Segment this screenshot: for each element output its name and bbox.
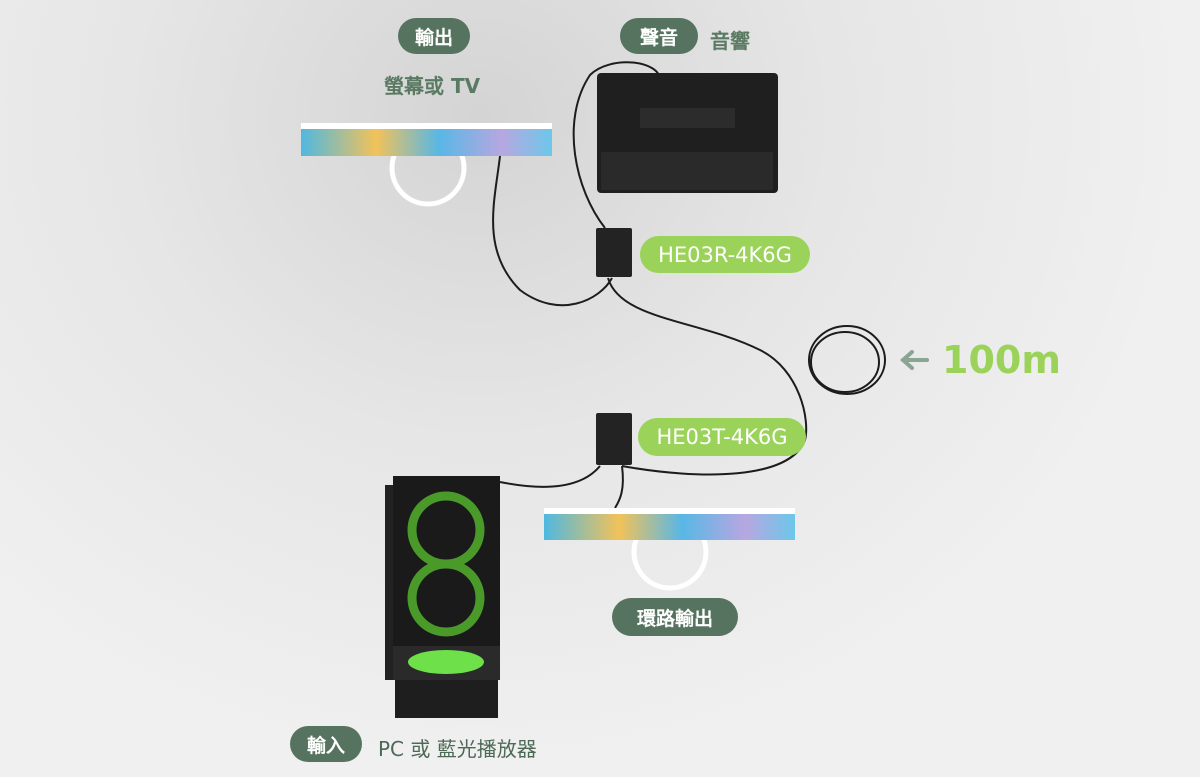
loop-tv-display xyxy=(544,508,795,591)
output-badge: 輸出 xyxy=(398,18,470,54)
cable-coil xyxy=(808,325,886,395)
tv-display xyxy=(301,123,552,207)
pc-cable xyxy=(499,465,601,488)
pc-case xyxy=(385,476,500,718)
input-desc: PC 或 藍光播放器 xyxy=(378,737,537,761)
audio-cable xyxy=(572,61,661,229)
audio-desc: 音響 xyxy=(710,29,750,53)
cables xyxy=(492,61,886,509)
loop-cable xyxy=(614,465,624,509)
cable-length: 100m xyxy=(942,338,1061,382)
receiver-device xyxy=(596,228,632,277)
transmitter-model-label: HE03T-4K6G xyxy=(638,418,806,456)
audio-badge: 聲音 xyxy=(620,18,698,54)
tv-cable xyxy=(492,155,613,307)
amplifier xyxy=(597,73,778,193)
input-badge: 輸入 xyxy=(290,726,362,762)
loop-output-badge: 環路輸出 xyxy=(612,598,738,636)
transmitter-device xyxy=(596,413,632,465)
receiver-model-label: HE03R-4K6G xyxy=(640,236,810,273)
output-desc: 螢幕或 TV xyxy=(384,74,481,98)
extension-cable xyxy=(607,277,808,476)
arrow-left-icon xyxy=(899,350,929,370)
